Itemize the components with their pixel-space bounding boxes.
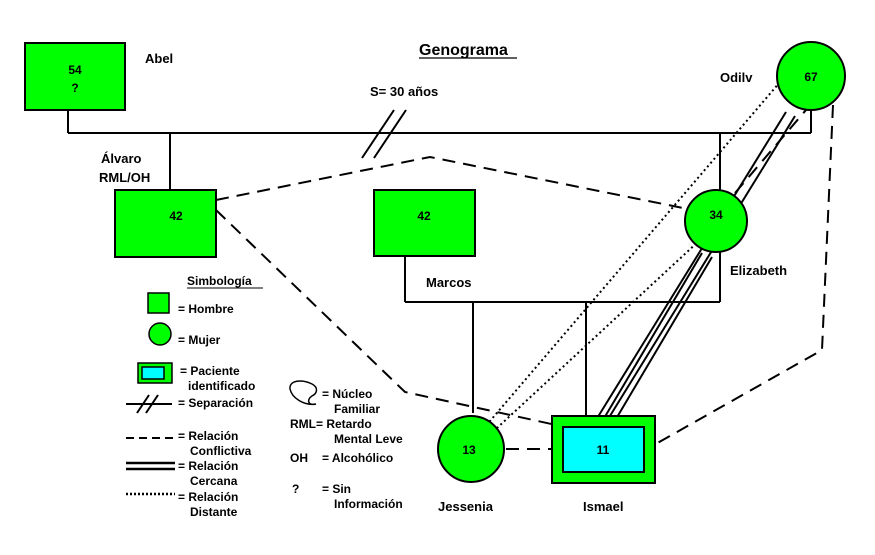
conflict-alvaro-ismael (215, 209, 557, 426)
legend: Simbología = Hombre = Mujer = Paciente i… (126, 274, 403, 519)
diagram-title: Genograma (419, 42, 508, 59)
jessenia-name: Jessenia (438, 499, 494, 514)
elizabeth-name: Elizabeth (730, 263, 787, 278)
legend-oh-key: OH (290, 451, 308, 465)
marcos-name: Marcos (426, 275, 472, 290)
legend-distante-1: = Relación (178, 490, 238, 504)
legend-cercana-2: Cercana (190, 474, 238, 488)
legend-info-key: ? (292, 482, 299, 496)
conflict-elizabeth-odilv (734, 109, 807, 194)
close-odilv-ismael-b (604, 115, 796, 425)
abel-age: 54 (68, 63, 82, 77)
distant-odilv-jessenia (489, 81, 781, 422)
legend-info-value-1: = Sin (322, 482, 351, 496)
legend-rml-1: RML= Retardo (290, 417, 372, 431)
person-jessenia: 13 Jessenia (437, 415, 505, 514)
separation-mark-1 (361, 109, 395, 159)
legend-paciente-2: identificado (188, 379, 255, 393)
marcos-age: 42 (417, 209, 431, 223)
legend-separacion: = Separación (178, 396, 253, 410)
jessenia-age: 13 (462, 443, 476, 457)
close-odilv-ismael-a (595, 111, 787, 421)
legend-separation-mark-1 (136, 394, 150, 414)
close-elizabeth-ismael-a (602, 252, 703, 421)
person-alvaro: 42 Álvaro RML/OH (99, 151, 217, 258)
legend-conflictiva-2: Conflictiva (190, 444, 252, 458)
alvaro-age: 42 (169, 209, 183, 223)
legend-nucleo-2: Familiar (334, 402, 380, 416)
legend-male-symbol (147, 292, 170, 314)
female-symbol (437, 415, 505, 483)
person-abel: 54 ? Abel (24, 42, 173, 111)
person-odilv: 67 Odilv (720, 41, 846, 111)
male-symbol (114, 189, 217, 258)
male-symbol (24, 42, 126, 111)
legend-mujer: = Mujer (178, 333, 221, 347)
alvaro-condition: RML/OH (99, 170, 150, 185)
legend-paciente-1: = Paciente (180, 364, 240, 378)
male-symbol (373, 189, 476, 257)
odilv-age: 67 (804, 70, 818, 84)
person-marcos: 42 Marcos (373, 189, 476, 290)
legend-title: Simbología (187, 274, 252, 288)
legend-cercana-1: = Relación (178, 459, 238, 473)
alvaro-name: Álvaro (101, 151, 142, 166)
close-elizabeth-ismael-b (612, 256, 713, 425)
separation-mark-2 (373, 109, 407, 159)
ismael-age: 11 (597, 443, 610, 457)
abel-name: Abel (145, 51, 173, 66)
legend-female-symbol (148, 322, 172, 346)
distant-elizabeth-jessenia (496, 239, 701, 429)
person-elizabeth: 34 Elizabeth (684, 189, 787, 278)
legend-distante-2: Distante (190, 505, 238, 519)
elizabeth-age: 34 (709, 208, 723, 222)
legend-nucleo-1: = Núcleo (322, 387, 372, 401)
person-ismael: 11 Ismael (551, 415, 656, 514)
ismael-name: Ismael (583, 499, 623, 514)
female-symbol (684, 189, 748, 253)
legend-patient-inner (141, 366, 165, 380)
odilv-name: Odilv (720, 70, 753, 85)
female-symbol (776, 41, 846, 111)
separation-label: S= 30 años (370, 84, 438, 99)
nucleus-familiar-icon (289, 380, 318, 406)
legend-separation-mark-2 (145, 394, 159, 414)
legend-oh-value: = Alcohólico (322, 451, 393, 465)
abel-note: ? (71, 81, 78, 95)
legend-conflictiva-1: = Relación (178, 429, 238, 443)
patient-marker (562, 426, 645, 473)
legend-info-value-2: Información (334, 497, 403, 511)
conflict-alvaro-elizabeth (215, 155, 694, 211)
legend-hombre: = Hombre (178, 302, 234, 316)
legend-rml-2: Mental Leve (334, 432, 403, 446)
